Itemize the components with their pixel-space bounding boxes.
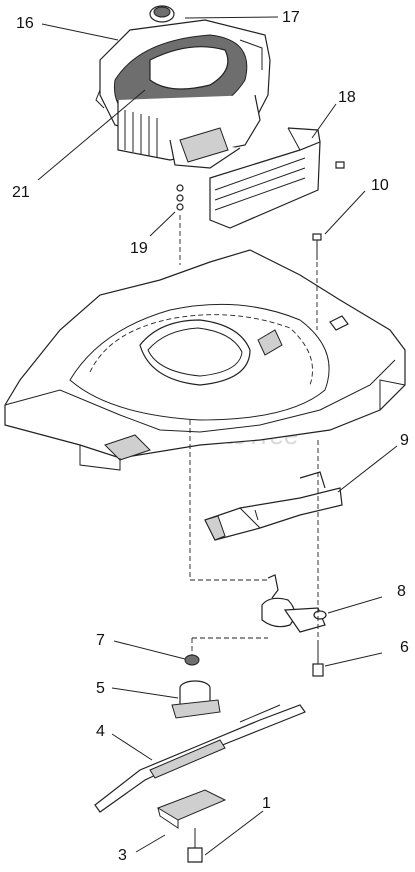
callout-4: 4: [96, 723, 105, 740]
screw-part: [335, 161, 345, 169]
leader-lines: [37, 16, 398, 856]
engine-part: [95, 5, 271, 169]
callout-1: 1: [262, 795, 271, 812]
callout-18: 18: [338, 89, 356, 106]
bolt-part: [312, 233, 322, 260]
blade-adapter-part: [171, 680, 221, 719]
blade-plate-part: [156, 789, 227, 829]
assembly-center-lines: [179, 215, 319, 655]
engine-cover-part: [209, 127, 321, 229]
baffle-part: [204, 471, 343, 541]
callout-16: 16: [16, 15, 34, 32]
callout-8: 8: [397, 583, 406, 600]
callout-9: 9: [400, 432, 409, 449]
callout-17: 17: [282, 9, 300, 26]
bolt-part: [176, 184, 184, 211]
callout-19: 19: [130, 240, 148, 257]
callout-7: 7: [96, 632, 105, 649]
blade-part: [94, 704, 306, 813]
washer-part: [184, 654, 200, 666]
mower-deck-part: [4, 249, 406, 471]
callout-6: 6: [400, 639, 409, 656]
callout-21: 21: [12, 184, 30, 201]
blade-bolt-part: [187, 828, 203, 863]
bolt-part: [312, 640, 324, 677]
bracket-part: [261, 574, 327, 633]
callout-5: 5: [96, 680, 105, 697]
callout-10: 10: [371, 177, 389, 194]
callout-3: 3: [118, 847, 127, 864]
